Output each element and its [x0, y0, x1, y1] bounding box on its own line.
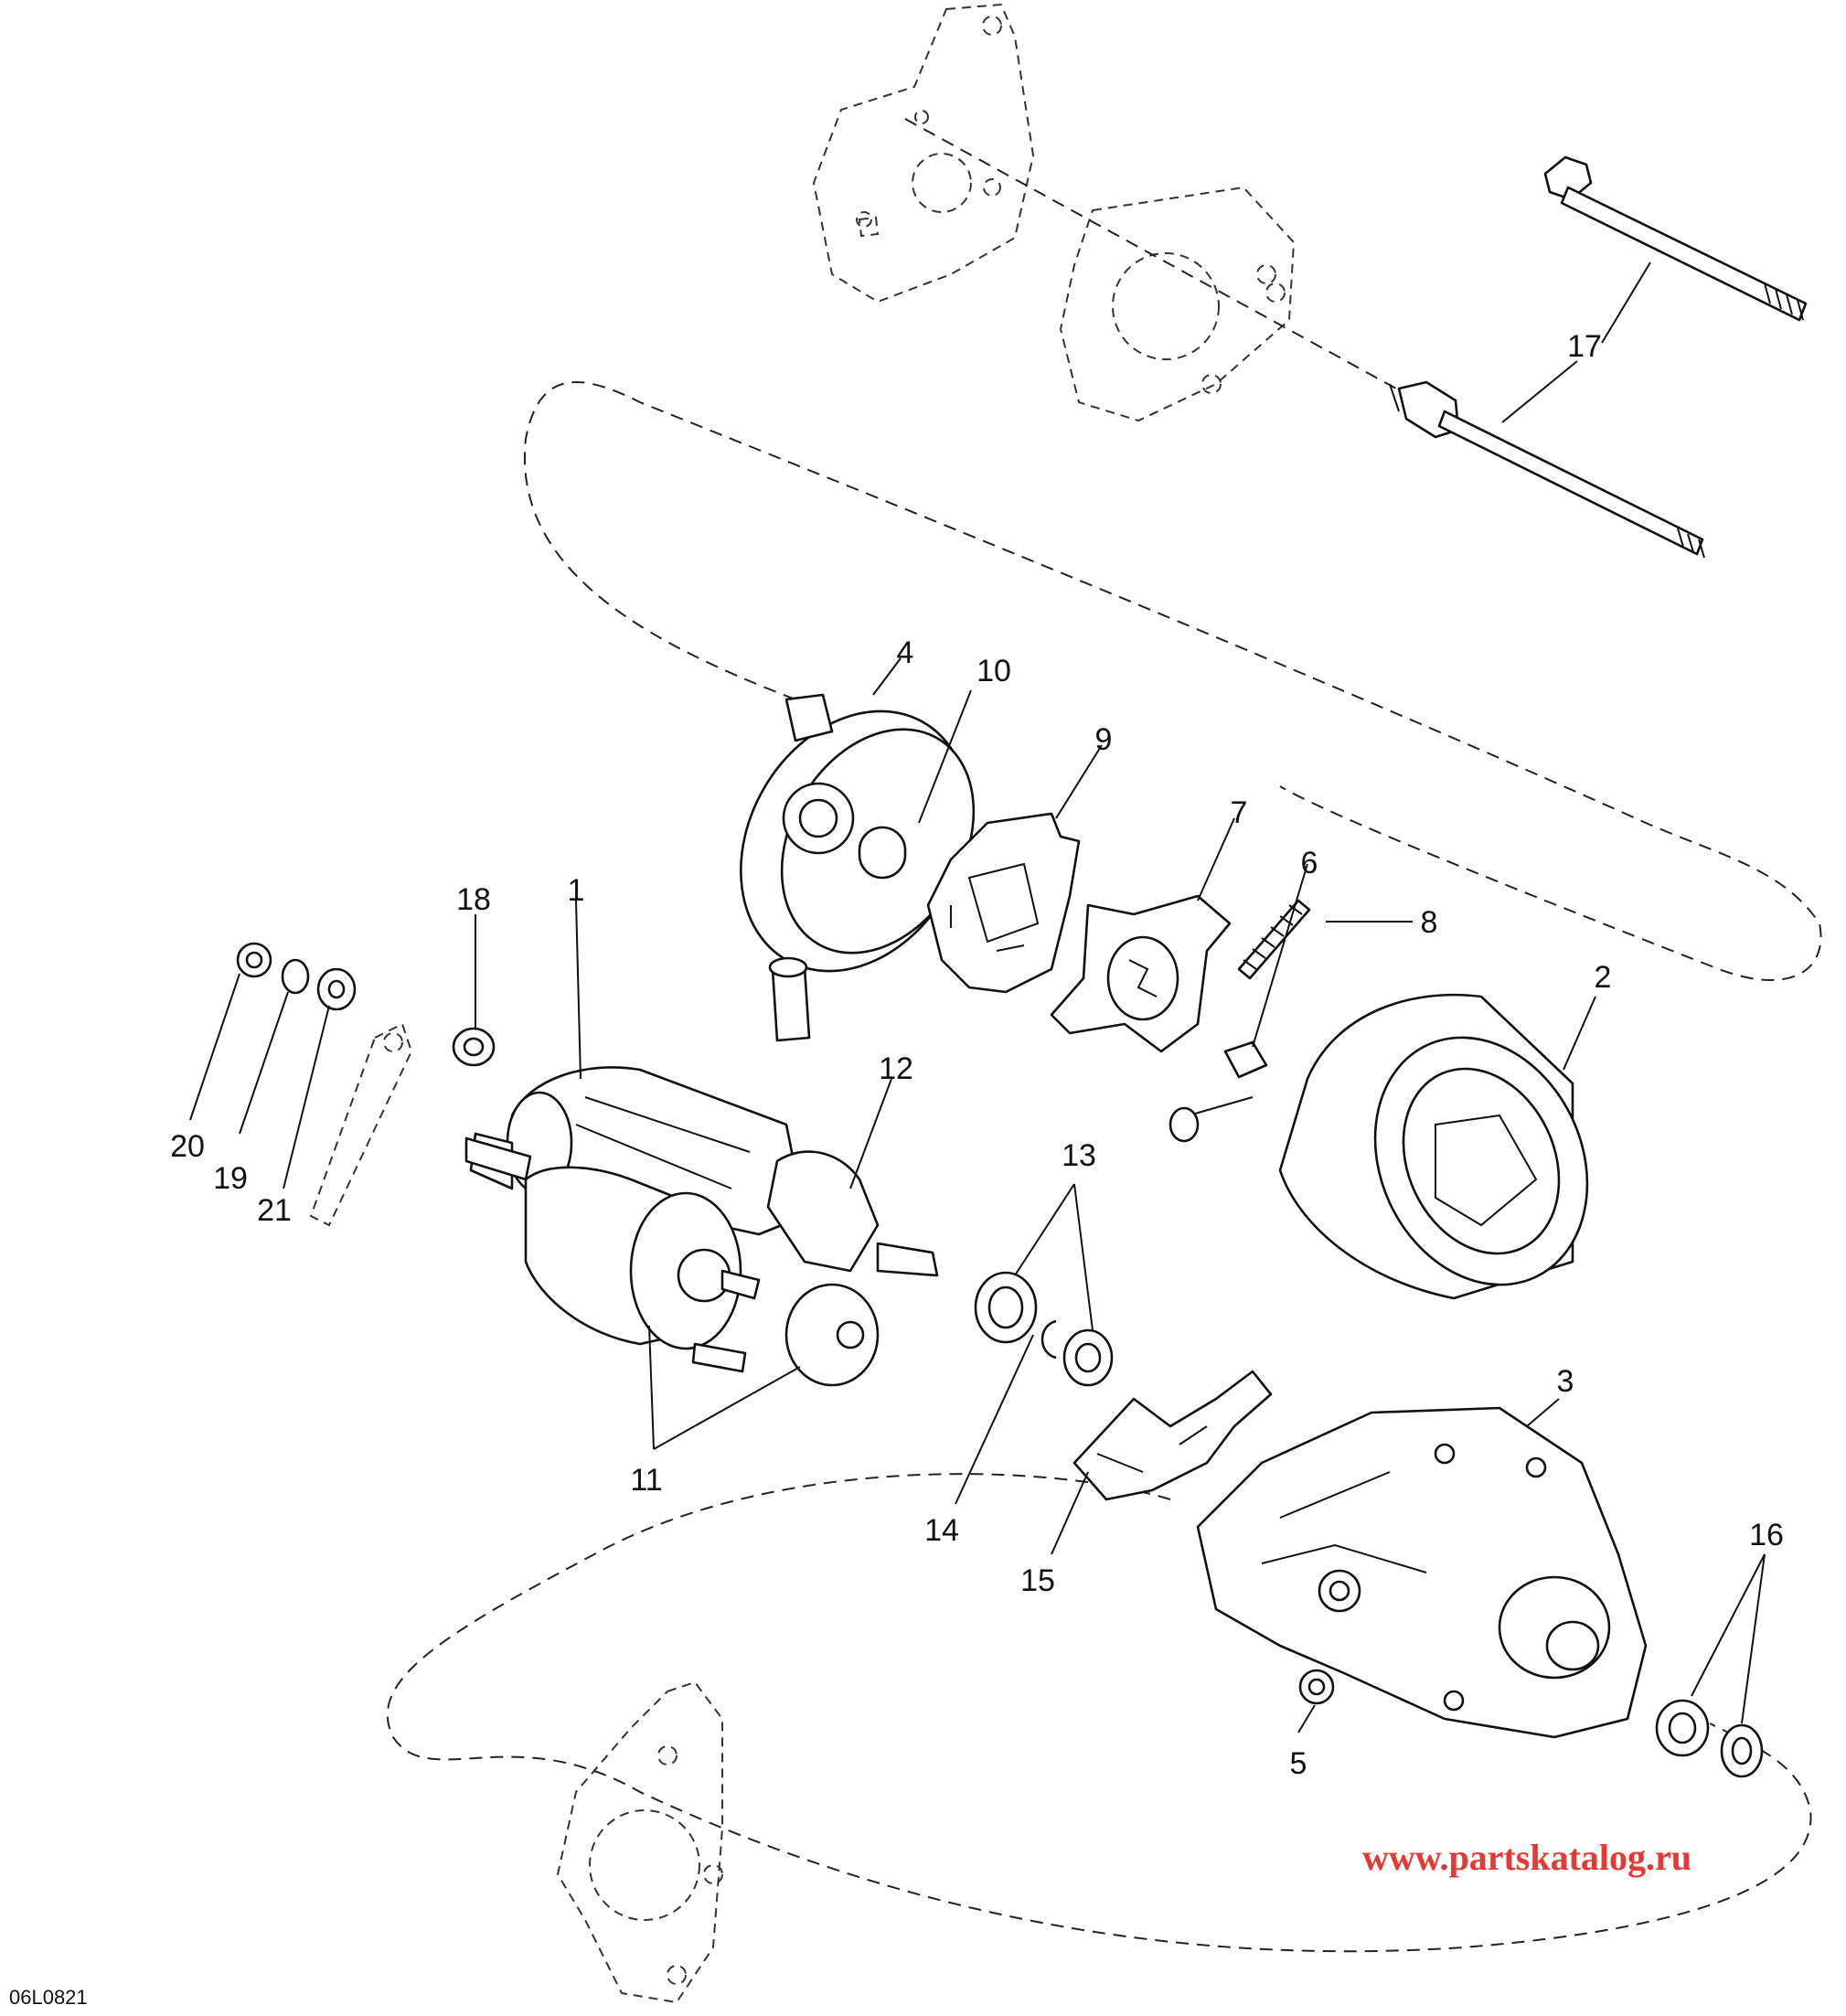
lock-washer-19: [281, 958, 310, 995]
callout-4: 4: [897, 635, 914, 670]
starter-motor-assembly: [464, 1066, 939, 1387]
callout-19: 19: [213, 1161, 248, 1196]
assembly-loop-upper: [523, 381, 1822, 981]
nut-18: [452, 1027, 496, 1067]
shift-lever: [1072, 1370, 1273, 1501]
callout-10: 10: [976, 654, 1011, 688]
callout-12: 12: [879, 1051, 913, 1086]
drive-end-housing: [1196, 1406, 1648, 1739]
callout-2: 2: [1595, 960, 1612, 995]
callout-16: 16: [1749, 1518, 1784, 1552]
cable-terminal-ghost: [309, 1022, 413, 1227]
flat-washer-21: [316, 967, 357, 1011]
mounting-bracket-bottom-ghost: [556, 1680, 723, 2004]
rear-end-cap: [740, 693, 976, 973]
thrust-washer-13: [1062, 1328, 1114, 1387]
callout-9: 9: [1095, 722, 1113, 757]
nut-5: [1298, 1669, 1335, 1705]
rear-bushing: [768, 956, 811, 1042]
callout-21: 21: [257, 1193, 292, 1228]
callout-1: 1: [568, 873, 585, 908]
watermark-text: www.partskatalog.ru: [1362, 1837, 1691, 1878]
long-bolt-lower: [1389, 380, 1705, 559]
callout-5: 5: [1290, 1746, 1307, 1781]
circlip-14: [1040, 1319, 1057, 1360]
figure-code: 06L0821: [9, 1986, 88, 2009]
callout-6: 6: [1301, 846, 1318, 880]
callout-14: 14: [924, 1513, 959, 1548]
long-bolt-upper: [1543, 155, 1808, 322]
callout-17: 17: [1567, 329, 1602, 364]
carbon-brush: [1168, 1040, 1268, 1143]
front-seal-16: [1720, 1723, 1764, 1778]
leader-lines: [189, 261, 1766, 1733]
callout-7: 7: [1231, 795, 1248, 830]
front-bushing-16: [1655, 1699, 1710, 1757]
motor-yoke-housing: [1278, 993, 1589, 1300]
pinion-stop-collar: [974, 1271, 1038, 1344]
nut-20: [236, 942, 272, 978]
brush-spring: [1237, 899, 1311, 980]
brush-holder: [1050, 894, 1232, 1053]
brush-plate-gasket: [926, 812, 1081, 994]
mounting-bracket-top-ghost: [812, 3, 1296, 422]
callout-20: 20: [170, 1129, 205, 1164]
callout-3: 3: [1557, 1364, 1574, 1399]
callout-15: 15: [1020, 1563, 1055, 1598]
callout-13: 13: [1062, 1138, 1096, 1173]
callout-8: 8: [1421, 905, 1438, 940]
assembly-loop-lower: [386, 1473, 1812, 1953]
callout-18: 18: [456, 882, 491, 917]
callout-11: 11: [630, 1463, 662, 1498]
